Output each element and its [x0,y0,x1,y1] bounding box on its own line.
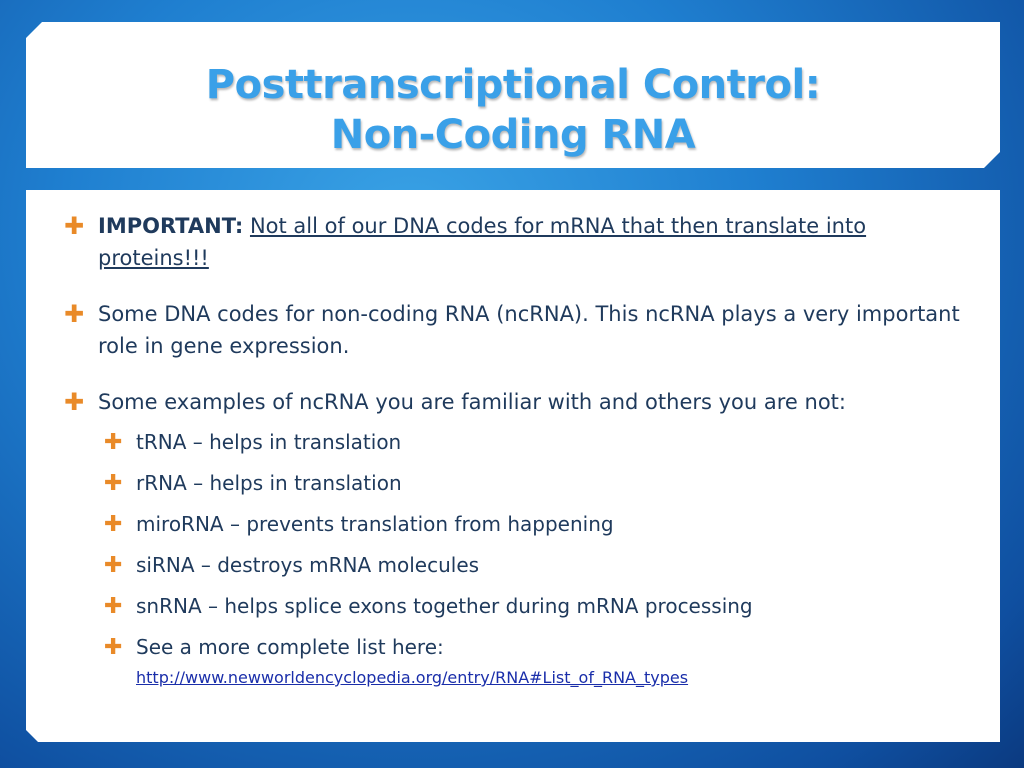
bullet-ncrna: ✚ Some DNA codes for non-coding RNA (ncR… [64,298,962,362]
plus-icon: ✚ [104,553,123,578]
content-panel: ✚ IMPORTANT: Not all of our DNA codes fo… [26,190,1000,742]
plus-icon: ✚ [64,388,85,416]
sub-bullet-rrna: ✚ rRNA – helps in translation [104,463,962,504]
sub-bullet-label: rRNA – helps in translation [136,471,402,495]
plus-icon: ✚ [64,300,85,328]
plus-icon: ✚ [64,212,85,240]
ncrna-text: Some DNA codes for non-coding RNA (ncRNA… [98,302,960,358]
plus-icon: ✚ [104,594,123,619]
important-label: IMPORTANT: [98,214,244,238]
rna-types-link[interactable]: http://www.newworldencyclopedia.org/entr… [136,668,689,687]
sub-bullet-more-list: ✚ See a more complete list here: http://… [104,627,962,688]
sub-bullet-snrna: ✚ snRNA – helps splice exons together du… [104,586,962,627]
sub-bullet-label: siRNA – destroys mRNA molecules [136,553,480,577]
sub-bullet-trna: ✚ tRNA – helps in translation [104,422,962,463]
sub-bullet-mirorna: ✚ miroRNA – prevents translation from ha… [104,504,962,545]
slide-title: Posttranscriptional Control: Non-Coding … [26,60,1000,160]
sub-bullet-label: miroRNA – prevents translation from happ… [136,512,614,536]
title-panel: Posttranscriptional Control: Non-Coding … [26,22,1000,168]
plus-icon: ✚ [104,430,123,455]
important-text: Not all of our DNA codes for mRNA that t… [98,214,867,270]
bullet-list: ✚ IMPORTANT: Not all of our DNA codes fo… [64,210,962,712]
bullet-examples: ✚ Some examples of ncRNA you are familia… [64,386,962,688]
sub-bullet-sirna: ✚ siRNA – destroys mRNA molecules [104,545,962,586]
plus-icon: ✚ [104,512,123,537]
sub-bullet-label: See a more complete list here: [136,635,444,659]
sub-bullet-label: snRNA – helps splice exons together duri… [136,594,753,618]
examples-text: Some examples of ncRNA you are familiar … [98,390,846,414]
sub-bullet-label: tRNA – helps in translation [136,430,402,454]
plus-icon: ✚ [104,635,123,660]
plus-icon: ✚ [104,471,123,496]
slide-title-line-2: Non-Coding RNA [330,112,696,158]
sub-bullet-list: ✚ tRNA – helps in translation ✚ rRNA – h… [104,422,962,688]
slide-title-line-1: Posttranscriptional Control: [205,62,821,108]
bullet-important: ✚ IMPORTANT: Not all of our DNA codes fo… [64,210,962,274]
